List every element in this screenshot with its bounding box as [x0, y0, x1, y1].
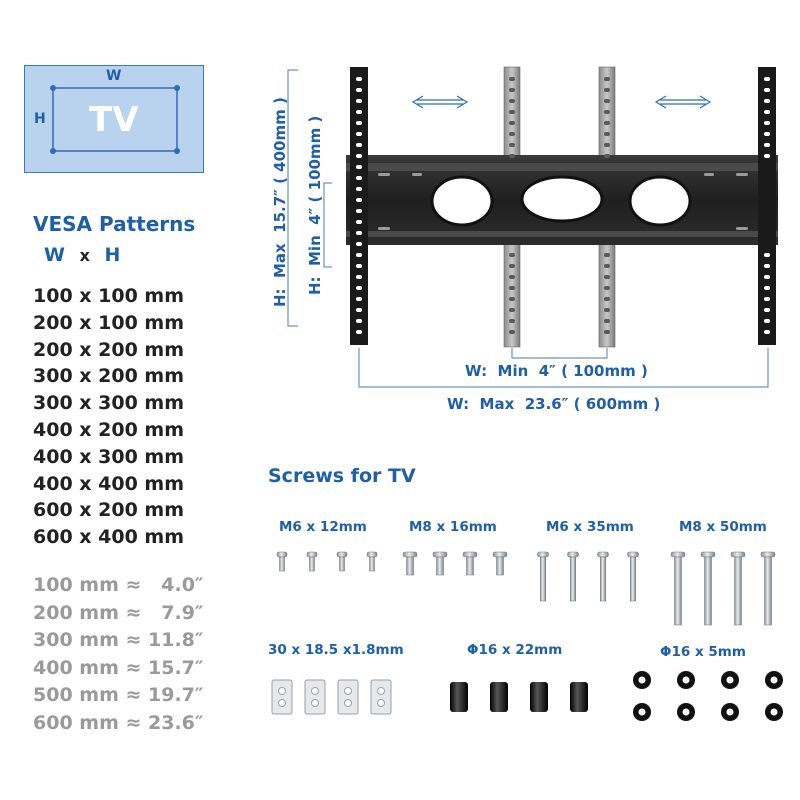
vesa-pattern: 200 x 200 mm — [33, 338, 185, 361]
vesa-pattern: 400 x 300 mm — [33, 445, 185, 468]
screws-title: Screws for TV — [268, 465, 416, 487]
tv-width-label: W — [106, 68, 122, 84]
height-max-label: H: Max 15.7″ ( 400mm ) — [271, 97, 289, 307]
hardware-label: M6 x 35mm — [546, 519, 634, 535]
vesa-wh-header: W x H — [44, 244, 120, 266]
vesa-pattern-list: 100 x 100 mm 200 x 100 mm 200 x 200 mm 3… — [33, 283, 184, 551]
tv-height-label: H — [34, 111, 46, 127]
tv-label: TV — [89, 100, 139, 140]
hardware-label: 30 x 18.5 x1.8mm — [268, 642, 404, 658]
vesa-pattern: 300 x 300 mm — [33, 392, 185, 415]
conversion-item: 200 mm ≈ 7.9″ — [33, 601, 204, 624]
conversion-item: 400 mm ≈ 15.7″ — [33, 656, 204, 679]
hardware-illustration — [271, 551, 783, 721]
vesa-w: W — [44, 244, 65, 266]
hardware-label: Φ16 x 5mm — [660, 644, 746, 660]
vesa-pattern: 100 x 100 mm — [33, 285, 185, 307]
tv-diagram: W H TV — [24, 65, 204, 173]
conversion-list: 100 mm ≈ 4.0″ 200 mm ≈ 7.9″ 300 mm ≈ 11.… — [33, 572, 203, 738]
vesa-pattern: 200 x 100 mm — [33, 311, 185, 334]
vesa-x: x — [79, 246, 90, 265]
hardware-label: M6 x 12mm — [279, 519, 367, 535]
width-max-label: W: Max 23.6″ ( 600mm ) — [447, 395, 661, 413]
vesa-pattern: 300 x 200 mm — [33, 365, 185, 388]
vesa-pattern: 400 x 200 mm — [33, 418, 185, 441]
conversion-item: 500 mm ≈ 19.7″ — [33, 684, 204, 707]
wall-mount-bracket — [287, 66, 778, 388]
tv-diagram-lines — [50, 85, 180, 154]
vesa-pattern: 400 x 400 mm — [33, 472, 185, 495]
hardware-label: M8 x 50mm — [679, 519, 767, 535]
conversion-item: 600 mm ≈ 23.6″ — [33, 711, 204, 734]
hardware-label: Φ16 x 22mm — [467, 642, 563, 658]
hardware-label: M8 x 16mm — [409, 519, 497, 535]
width-min-label: W: Min 4″ ( 100mm ) — [465, 362, 648, 380]
conversion-item: 300 mm ≈ 11.8″ — [33, 629, 204, 652]
vesa-title: VESA Patterns — [33, 212, 196, 236]
vesa-h: H — [104, 244, 121, 266]
vesa-pattern: 600 x 200 mm — [33, 499, 185, 522]
height-min-label: H: Min 4″ ( 100mm ) — [306, 115, 324, 295]
vesa-pattern: 600 x 400 mm — [33, 526, 185, 549]
conversion-item: 100 mm ≈ 4.0″ — [33, 574, 204, 596]
